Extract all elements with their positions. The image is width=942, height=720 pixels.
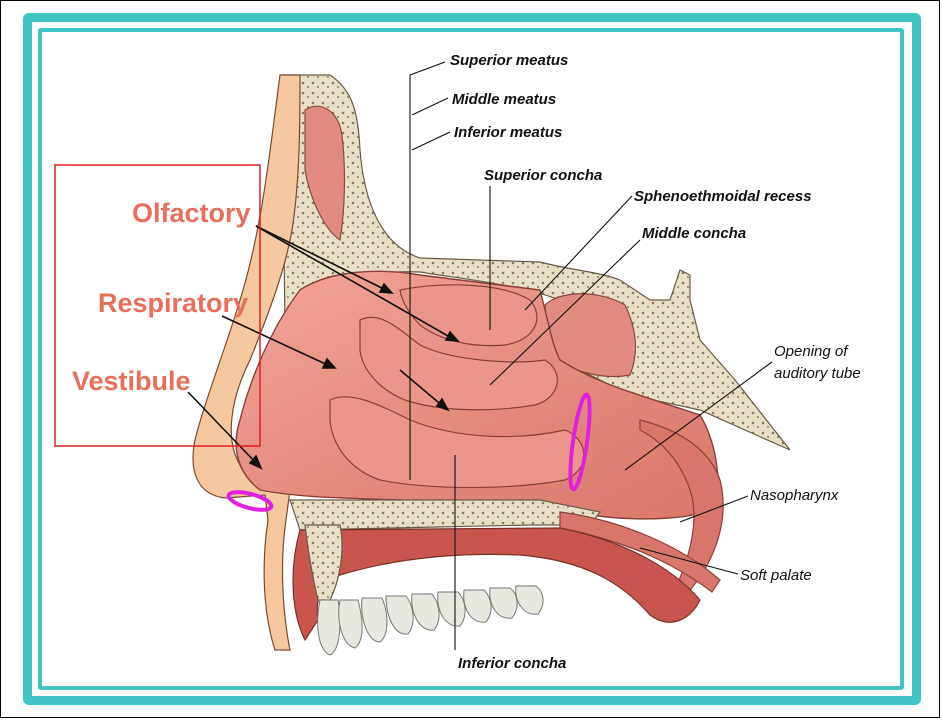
tooth [362, 598, 387, 642]
label-superior-meatus: Superior meatus [450, 52, 568, 69]
tooth [438, 592, 465, 626]
label-soft-palate: Soft palate [740, 567, 812, 584]
label-opening-auditory-tube-1: Opening of [774, 343, 849, 360]
region-olfactory: Olfactory [132, 198, 251, 228]
label-superior-concha: Superior concha [484, 167, 602, 184]
label-middle-meatus: Middle meatus [452, 91, 556, 108]
tooth [318, 600, 340, 655]
label-sphenoethmoidal-recess: Sphenoethmoidal recess [634, 188, 812, 205]
tooth [339, 600, 362, 648]
tooth [386, 596, 413, 634]
label-middle-concha: Middle concha [642, 225, 746, 242]
region-respiratory: Respiratory [98, 288, 248, 318]
label-inferior-meatus: Inferior meatus [454, 124, 562, 141]
label-opening-auditory-tube-2: auditory tube [774, 365, 861, 382]
label-inferior-concha: Inferior concha [458, 655, 566, 672]
leader-middle-meatus [412, 98, 448, 115]
region-vestibule: Vestibule [72, 366, 191, 396]
leader-inferior-meatus [412, 132, 450, 150]
tooth [464, 590, 491, 622]
tooth [412, 594, 439, 630]
teeth [318, 586, 543, 655]
tooth [516, 586, 543, 614]
tooth [490, 588, 517, 618]
label-nasopharynx: Nasopharynx [750, 487, 839, 504]
